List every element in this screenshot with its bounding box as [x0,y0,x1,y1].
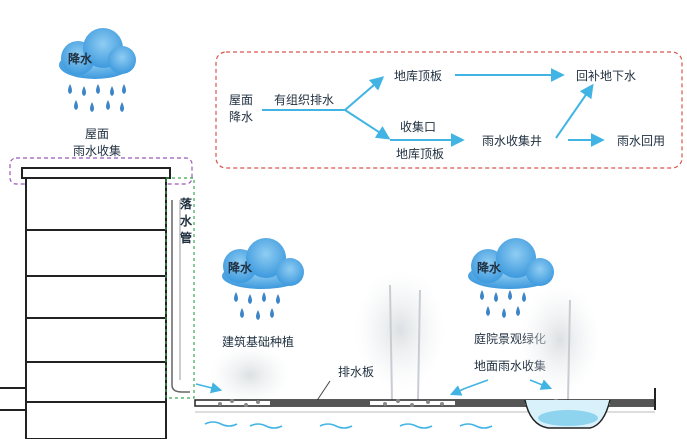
flow-garage-roof-bottom: 地库顶板 [396,146,444,161]
flow-recharge: 回补地下水 [576,69,636,83]
flow-organized-drainage: 有组织排水 [274,93,334,107]
rain-drops-icon [480,290,526,318]
cloud-icon [468,238,554,289]
right-cloud: 降水 [468,238,554,318]
roof-collection-line1: 屋面 [85,127,109,141]
tree-silhouettes [210,270,600,405]
middle-cloud-label: 降水 [228,260,253,275]
flow-rain-well: 雨水收集井 [482,133,542,148]
roof-cloud: 降水 [59,28,136,112]
ground-layer [194,388,656,429]
roof-collection-line2: 雨水收集 [73,143,121,158]
flow-reuse: 雨水回用 [617,134,665,148]
drain-board-pointer [315,380,331,403]
flow-arrow-down [344,109,391,140]
flow-source-line2: 降水 [229,110,253,124]
downpipe-label-3: 管 [180,230,192,245]
flow-source-line1: 屋面 [229,93,253,107]
downpipe-label-1: 落 [180,196,193,211]
middle-cloud: 降水 [222,238,304,320]
water-flow-arrows [195,379,553,429]
flow-garage-roof-top: 地库顶板 [394,68,442,83]
right-cloud-label: 降水 [477,260,502,275]
building [0,167,171,439]
roof-cloud-label: 降水 [68,51,93,66]
flow-arrow-up [344,76,385,111]
flow-collection-port: 收集口 [400,119,436,134]
rain-drops-icon [234,292,280,320]
cloud-icon [59,28,136,79]
drain-board-label: 排水板 [338,365,374,379]
cloud-icon [222,238,304,289]
foundation-planting-label: 建筑基础种植 [222,334,294,349]
downpipe [165,177,195,399]
downpipe-label-2: 水 [180,213,193,228]
flow-arrow-well-recharge [555,83,594,139]
rain-drops-icon [68,84,126,112]
